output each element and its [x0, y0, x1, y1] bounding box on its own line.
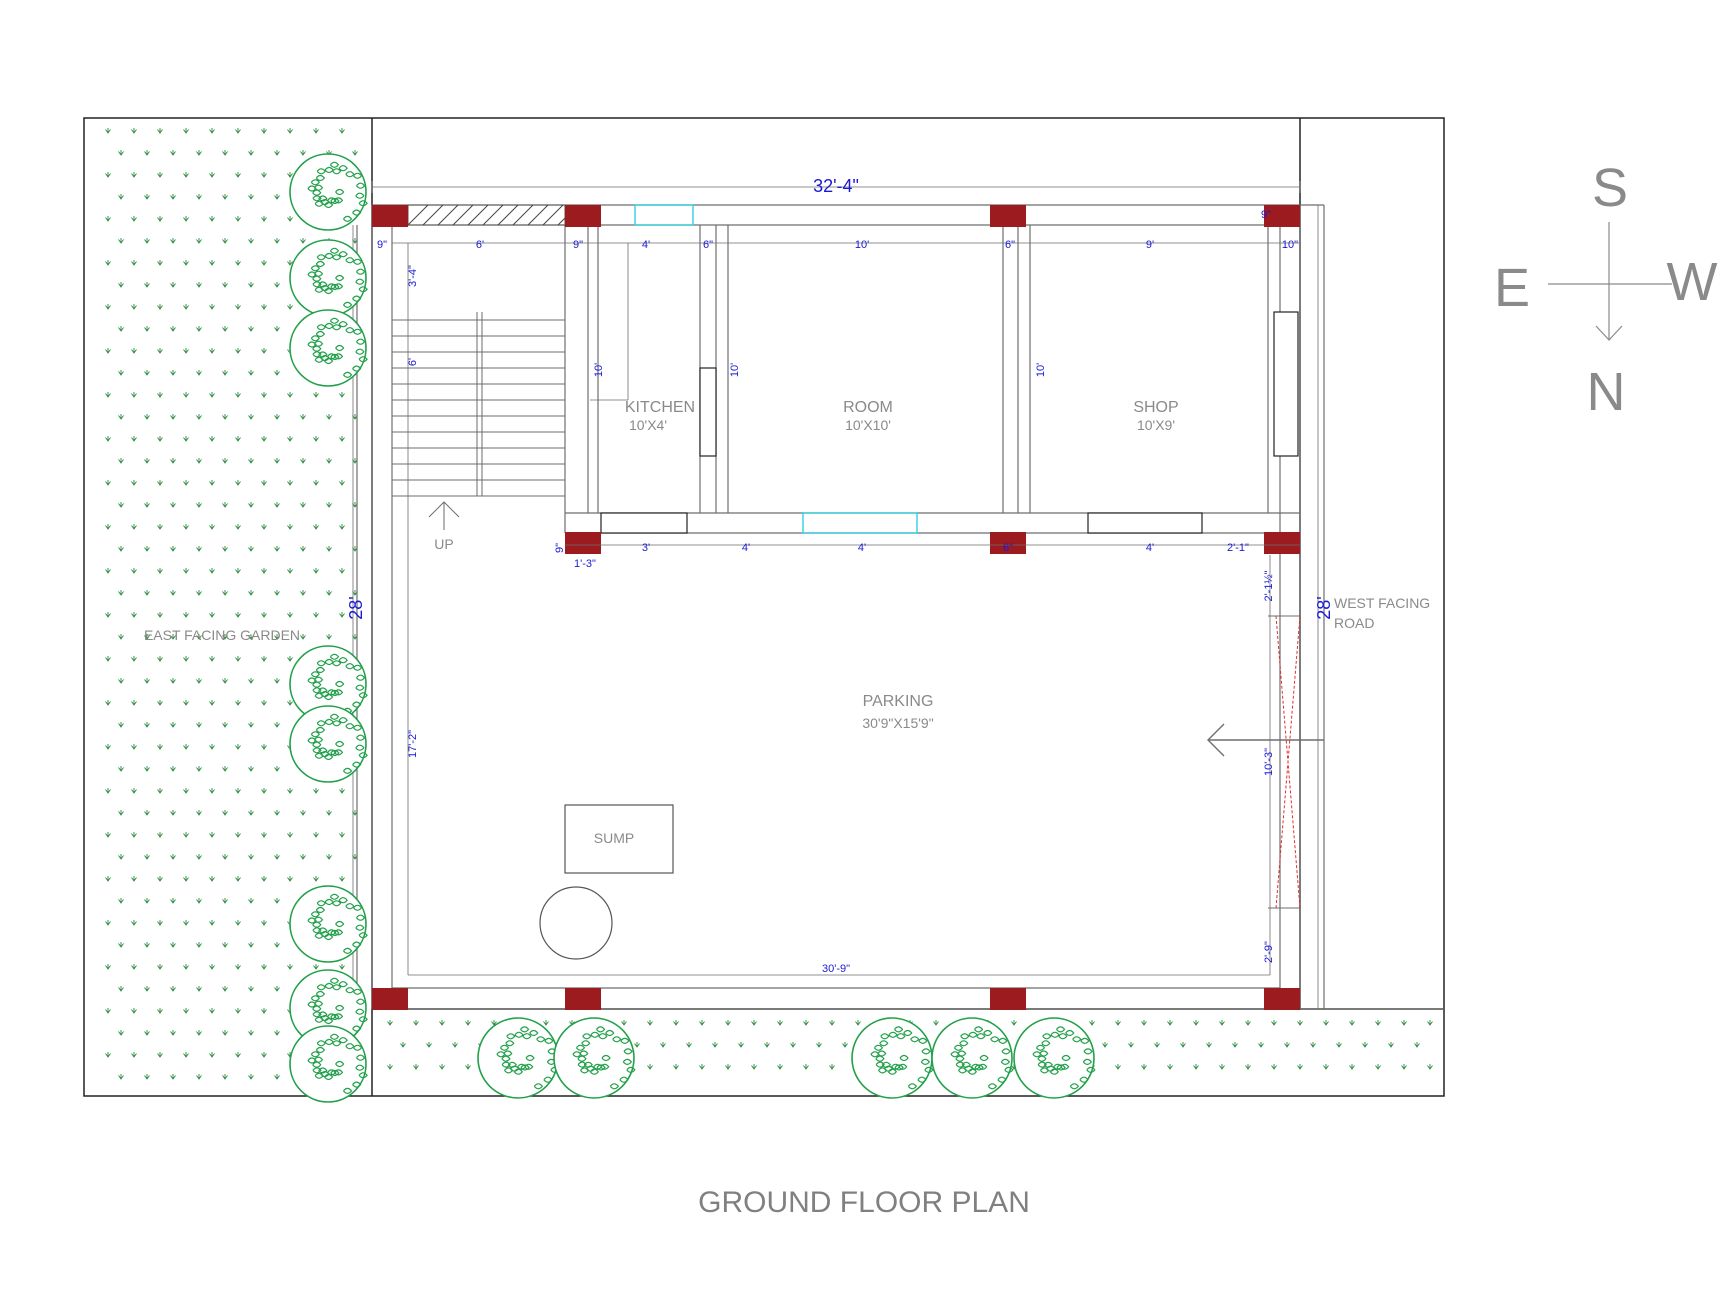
column [372, 205, 408, 227]
tree-icon [289, 705, 368, 783]
dim-mid-4: 4' [858, 542, 866, 554]
column [990, 988, 1026, 1010]
kitchen-size: 10'X4' [629, 417, 667, 433]
dim-mid-0: 9" [554, 543, 566, 553]
dim-mid-3: 4' [742, 542, 750, 554]
compass-top-letter: S [1592, 158, 1628, 218]
compass-left-letter: E [1494, 258, 1530, 318]
entry-arrow [1207, 723, 1324, 757]
column [565, 532, 601, 554]
road-label-line1: WEST FACING [1334, 595, 1430, 611]
dim-stair: 6' [407, 358, 419, 366]
dim-top-0: 9" [377, 239, 387, 251]
dim-top-8: 10" [1282, 239, 1298, 251]
dim-room-height: 10' [729, 363, 741, 377]
dim-top-2: 9" [573, 239, 583, 251]
columns [372, 205, 1300, 1010]
road-label-line2: ROAD [1334, 615, 1374, 631]
dim-top-7: 9' [1146, 239, 1154, 251]
dim-top-1: 6' [476, 239, 484, 251]
dim-shop-height: 10' [1035, 363, 1047, 377]
windows [634, 204, 918, 534]
dim-gate-bottom: 2'-9" [1263, 941, 1275, 963]
tree-icon [289, 1025, 368, 1103]
overall-depth-left-dimension: 28' [346, 596, 366, 619]
dim-top-9: 9" [1261, 209, 1271, 221]
doors [600, 311, 1299, 534]
dim-top-3: 4' [642, 239, 650, 251]
tree-icon [931, 1017, 1014, 1099]
plan-title: GROUND FLOOR PLAN [698, 1186, 1030, 1219]
column [990, 532, 1026, 554]
dim-kitchen-height: 10' [593, 363, 605, 377]
trees [289, 153, 1096, 1103]
parking-label: PARKING [863, 693, 934, 710]
dim-mid-5: 6" [1003, 542, 1013, 554]
dim-parking-depth: 17'-2" [407, 730, 419, 758]
dim-top-5: 10' [855, 239, 869, 251]
sump-label: SUMP [594, 830, 634, 846]
dim-mid-6: 4' [1146, 542, 1154, 554]
dim-gate: 10'-3" [1263, 748, 1275, 776]
dim-gate-top: 2'-1½" [1263, 570, 1275, 601]
compass-bottom-letter: N [1587, 362, 1626, 422]
shop-label: SHOP [1133, 399, 1178, 416]
shop-size: 10'X9' [1137, 417, 1175, 433]
column [990, 205, 1026, 227]
tree-icon [289, 309, 368, 387]
column [565, 988, 601, 1010]
column [1264, 532, 1300, 554]
gate [1268, 615, 1301, 909]
dim-mid-1: 1'-3" [574, 558, 596, 570]
tree-icon [289, 885, 368, 963]
tree-icon [851, 1017, 934, 1099]
garden-grass-pattern [105, 128, 1433, 1080]
dim-top-4: 6" [703, 239, 713, 251]
dim-stair-top: 3'-4" [407, 265, 419, 287]
room-size: 10'X10' [845, 417, 891, 433]
site-boundary [83, 117, 1445, 1097]
parking-width-dimension: 30'-9" [822, 963, 850, 975]
garden-label: EAST FACING GARDEN [144, 627, 300, 643]
dim-mid-2: 3' [642, 542, 650, 554]
tree-icon [289, 153, 368, 231]
column [1264, 988, 1300, 1010]
tree-icon [477, 1017, 560, 1099]
tree-icon [289, 969, 368, 1047]
kitchen-label: KITCHEN [625, 399, 695, 416]
sump [539, 804, 674, 960]
overall-depth-right-dimension: 28' [1314, 596, 1334, 619]
tree-icon [553, 1017, 636, 1099]
overall-width-dimension: 32'-4" [813, 176, 859, 196]
column [1264, 205, 1300, 227]
dim-top-6: 6" [1005, 239, 1015, 251]
compass-right-letter: W [1667, 252, 1718, 312]
hatched-slab [407, 204, 566, 226]
dim-mid-7: 2'-1" [1227, 542, 1249, 554]
column [372, 988, 408, 1010]
up-label: UP [434, 536, 453, 552]
parking-size: 30'9"X15'9" [862, 715, 933, 731]
tree-icon [1013, 1017, 1096, 1099]
staircase [391, 312, 566, 530]
compass-arrow-icon [1548, 222, 1672, 341]
tree-icon [289, 239, 368, 317]
column [565, 205, 601, 227]
compass: S E W N [1494, 158, 1718, 422]
dimension-lines [352, 181, 1319, 1009]
room-label: ROOM [843, 399, 893, 416]
